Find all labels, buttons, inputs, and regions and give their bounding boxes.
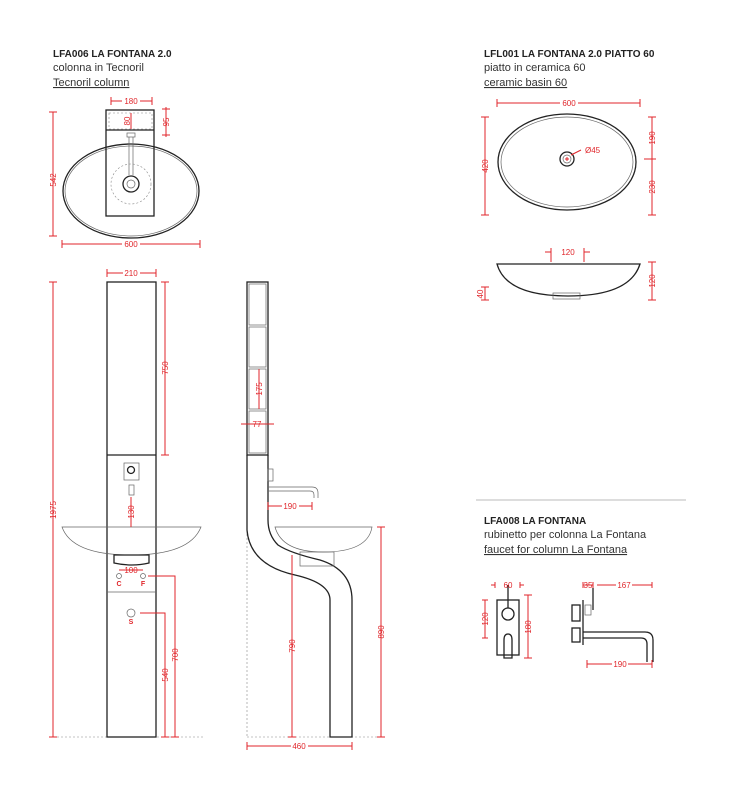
dimension-label: 790 [288, 639, 297, 653]
faucet-side-view: 35 167 190 [571, 580, 654, 669]
dimension-label: 750 [161, 361, 170, 375]
dimension-label: 890 [377, 625, 386, 639]
dimension-label: Ø45 [585, 146, 601, 155]
basin-plan-view: Ø45 600 420 190 230 [481, 98, 657, 216]
column-side-view: 190 890 790 460 77 175 [241, 281, 386, 751]
dimension-label: 460 [292, 742, 306, 751]
dimension-label: 180 [124, 97, 138, 106]
dimension-label: 35 [584, 581, 593, 590]
dimension-label: 190 [648, 131, 657, 145]
faucet-front-view: 60 120 180 [481, 581, 533, 659]
dimension-label: 540 [161, 668, 170, 682]
dimension-label: 120 [481, 612, 490, 626]
column-title-block: LFA006 LA FONTANA 2.0 colonna in Tecnori… [53, 49, 172, 89]
basin-code: LFL001 LA FONTANA 2.0 PIATTO 60 [484, 49, 655, 60]
dimension-label: 420 [481, 159, 490, 173]
dimension-label: 167 [617, 581, 631, 590]
dimension-label: 120 [561, 248, 575, 257]
dimension-label: 700 [171, 648, 180, 662]
dimension-label: 180 [524, 620, 533, 634]
dimension-label: 600 [562, 99, 576, 108]
dimension-label: 80 [123, 116, 132, 125]
dimension-label: C [116, 581, 121, 588]
faucet-title-block: LFA008 LA FONTANA rubinetto per colonna … [484, 516, 647, 556]
column-plan-view: 542 600 180 95 80 [49, 96, 201, 249]
dimension-label: 1975 [49, 501, 58, 519]
dimension-label: 542 [49, 173, 58, 187]
faucet-subtitle-it: rubinetto per colonna La Fontana [484, 529, 647, 541]
dimension-label: 40 [476, 289, 485, 298]
faucet-code: LFA008 LA FONTANA [484, 516, 586, 527]
dimension-label: 95 [162, 117, 171, 126]
basin-subtitle-it: piatto in ceramica 60 [484, 62, 586, 74]
basin-subtitle-en: ceramic basin 60 [484, 77, 567, 89]
dimension-label: 60 [504, 581, 513, 590]
column-front-view: C F S 1975 210 750 130 100 700 540 [49, 268, 205, 738]
dimension-label: 120 [648, 274, 657, 288]
basin-title-block: LFL001 LA FONTANA 2.0 PIATTO 60 piatto i… [484, 49, 655, 89]
column-subtitle-en: Tecnoril column [53, 77, 129, 89]
dimension-label: 190 [283, 502, 297, 511]
basin-side-view: 120 120 40 [476, 248, 657, 301]
faucet-subtitle-en: faucet for column La Fontana [484, 544, 628, 556]
dimension-label: 100 [124, 566, 138, 575]
dimension-label: F [141, 581, 146, 588]
dimension-label: 190 [613, 660, 627, 669]
column-code: LFA006 LA FONTANA 2.0 [53, 49, 172, 60]
dimension-label: 600 [124, 240, 138, 249]
dimension-label: 175 [255, 382, 264, 396]
dimension-label: 130 [127, 505, 136, 519]
column-subtitle-it: colonna in Tecnoril [53, 62, 144, 74]
dimension-label: 230 [648, 180, 657, 194]
dimension-label: 77 [253, 420, 262, 429]
dimension-label: 210 [124, 269, 138, 278]
dimension-label: S [129, 619, 134, 626]
